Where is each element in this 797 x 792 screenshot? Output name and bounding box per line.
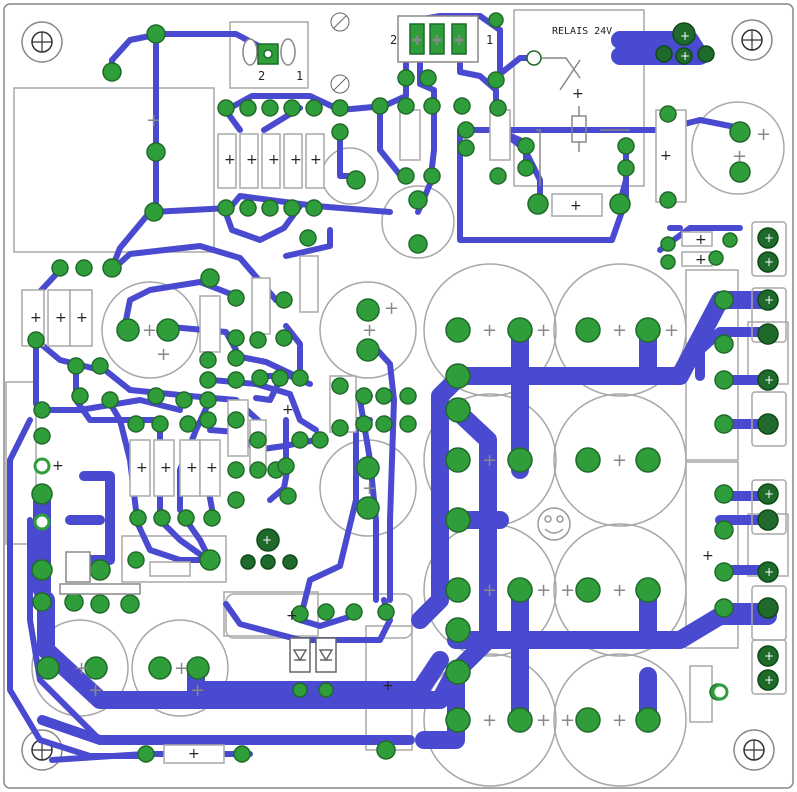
svg-text:+: +	[680, 49, 690, 63]
svg-text:+: +	[702, 548, 714, 564]
svg-text:+: +	[764, 565, 774, 579]
svg-text:+: +	[764, 231, 774, 245]
svg-text:+: +	[160, 460, 172, 476]
svg-text:+: +	[262, 533, 272, 547]
svg-text:+: +	[142, 320, 157, 341]
svg-text:+: +	[88, 680, 103, 701]
svg-text:+: +	[30, 310, 42, 326]
resistors	[21, 109, 713, 764]
svg-text:+: +	[432, 33, 442, 47]
svg-text:+: +	[186, 460, 198, 476]
svg-text:+: +	[612, 710, 627, 731]
svg-text:+: +	[146, 110, 161, 131]
silkscreen-labels: RELAIS 24V 2 1 2 1	[258, 26, 612, 83]
svg-text:+: +	[412, 33, 422, 47]
relay-label: RELAIS 24V	[552, 26, 612, 37]
svg-text:+: +	[282, 402, 294, 418]
regulator-pads	[242, 38, 296, 66]
svg-text:+: +	[536, 580, 551, 601]
svg-text:+: +	[764, 649, 774, 663]
mounting-hole-bottom-right	[733, 729, 775, 771]
jumper-number-2b: 2	[390, 33, 397, 47]
svg-text:+: +	[246, 152, 258, 168]
jumper-block-top: + + +	[397, 15, 479, 63]
resistor-marks: + + + + + + + + + + + + + + + +	[30, 152, 707, 762]
svg-text:+: +	[570, 198, 582, 214]
svg-text:+: +	[55, 310, 67, 326]
svg-text:+: +	[74, 658, 89, 679]
svg-text:+: +	[664, 320, 679, 341]
svg-text:+: +	[268, 152, 280, 168]
svg-text:+: +	[572, 86, 584, 102]
svg-text:+: +	[156, 344, 171, 365]
svg-text:+: +	[764, 673, 774, 687]
screw-mark-top	[330, 12, 350, 94]
svg-text:+: +	[454, 33, 464, 47]
pad-plus-marks: + + + + + + + + + + +	[262, 29, 774, 687]
svg-text:+: +	[206, 460, 218, 476]
svg-text:+: +	[695, 232, 707, 248]
diode-pair	[289, 637, 337, 673]
svg-text:+: +	[482, 320, 497, 341]
bar-caps	[59, 551, 141, 595]
terminal-blocks	[689, 221, 787, 723]
svg-text:+: +	[76, 310, 88, 326]
svg-text:+: +	[560, 580, 575, 601]
svg-text:+: +	[52, 458, 64, 474]
svg-text:+: +	[384, 298, 399, 319]
svg-text:+: +	[362, 320, 377, 341]
svg-text:+: +	[290, 152, 302, 168]
svg-text:+: +	[764, 293, 774, 307]
svg-text:+: +	[188, 746, 200, 762]
svg-text:+: +	[612, 320, 627, 341]
component-outlines	[5, 9, 789, 787]
svg-text:+: +	[660, 148, 672, 164]
svg-text:+: +	[680, 29, 690, 43]
svg-text:+: +	[482, 580, 497, 601]
smiley-logo	[537, 507, 571, 541]
svg-text:+: +	[536, 320, 551, 341]
svg-text:+: +	[764, 373, 774, 387]
pads	[27, 12, 779, 763]
mounting-hole-top-right	[731, 19, 773, 61]
svg-text:+: +	[382, 678, 394, 694]
svg-text:+: +	[756, 124, 771, 145]
relay-symbol	[536, 57, 630, 186]
svg-text:+: +	[732, 146, 747, 167]
svg-text:+: +	[536, 710, 551, 731]
svg-text:+: +	[190, 680, 205, 701]
svg-text:+: +	[482, 710, 497, 731]
svg-text:+: +	[560, 710, 575, 731]
svg-text:+: +	[482, 450, 497, 471]
svg-text:+: +	[695, 252, 707, 268]
svg-text:+: +	[764, 255, 774, 269]
jumper-number-1: 1	[296, 69, 303, 83]
svg-text:+: +	[310, 152, 322, 168]
svg-text:+: +	[286, 608, 298, 624]
jumper-number-1b: 1	[486, 33, 493, 47]
jumper-number-2: 2	[258, 69, 265, 83]
polarity-marks: ++ ++ ++ ++ ++ ++ ++ ++ + ++ ++ ++ ++ + …	[52, 86, 771, 731]
svg-text:+: +	[764, 487, 774, 501]
svg-text:+: +	[224, 152, 236, 168]
svg-text:+: +	[362, 478, 377, 499]
svg-text:+: +	[612, 580, 627, 601]
svg-text:+: +	[136, 460, 148, 476]
mounting-hole-top-left	[21, 21, 63, 63]
svg-text:+: +	[174, 658, 189, 679]
svg-text:+: +	[612, 450, 627, 471]
